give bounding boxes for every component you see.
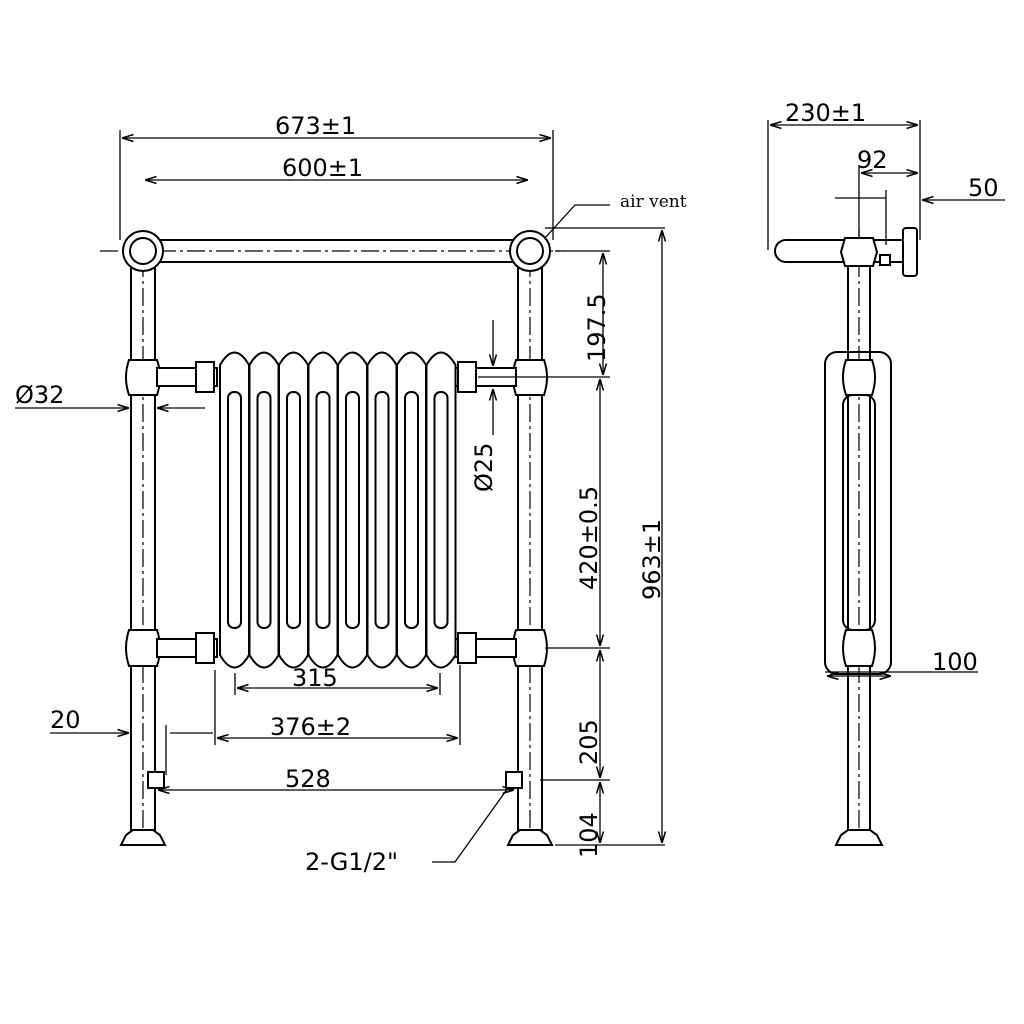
front-dimensions: 673±1 600±1 air vent 197.5 420±0.5 205 1…	[15, 112, 687, 876]
radiator-column	[337, 351, 368, 669]
side-view	[774, 227, 918, 846]
dim-valve-centers: 420±0.5	[575, 486, 603, 590]
column-tube	[286, 391, 301, 629]
dim-205: 205	[575, 719, 603, 765]
wall-bracket	[902, 227, 918, 277]
radiator-column	[278, 351, 309, 669]
connection-label: 2-G1/2"	[305, 848, 398, 876]
dim-inlet-centers: 528	[285, 765, 331, 793]
left-post	[130, 249, 156, 831]
dim-50: 50	[968, 174, 999, 202]
column-tube	[433, 391, 449, 629]
radiator-column	[425, 351, 457, 669]
dim-104: 104	[575, 812, 603, 858]
radiator-column	[396, 351, 427, 669]
column-tube	[374, 391, 390, 629]
column-tube	[345, 391, 360, 629]
dim-core-width: 315	[292, 664, 338, 692]
dim-radiator-width: 376±2	[270, 713, 351, 741]
dim-offset: 20	[50, 706, 81, 734]
side-dimensions: 230±1 92 50 100	[767, 99, 1005, 676]
column-tube	[404, 391, 419, 629]
dim-pipe-diameter: Ø25	[470, 443, 498, 492]
front-view	[100, 230, 565, 846]
dim-overall-height: 963±1	[638, 519, 666, 600]
dim-post-diameter: Ø32	[15, 381, 64, 409]
radiator-column	[248, 351, 280, 669]
dim-overall-width: 673±1	[275, 112, 356, 140]
column-tube	[256, 391, 272, 629]
radiator-columns	[219, 351, 457, 669]
dim-rail-centers: 600±1	[282, 154, 363, 182]
dim-197-5: 197.5	[583, 293, 611, 362]
radiator-column	[219, 351, 250, 669]
radiator-column	[366, 351, 398, 669]
column-tube	[315, 391, 331, 629]
column-tube	[227, 391, 242, 629]
dim-overall-depth: 230±1	[785, 99, 866, 127]
right-post	[517, 249, 543, 831]
side-radiator	[824, 351, 892, 675]
radiator-column	[307, 351, 339, 669]
air-vent-label: air vent	[620, 192, 687, 212]
dim-radiator-depth: 100	[932, 648, 978, 676]
right-foot	[506, 829, 554, 846]
dim-92: 92	[857, 146, 888, 174]
left-foot	[119, 829, 167, 846]
